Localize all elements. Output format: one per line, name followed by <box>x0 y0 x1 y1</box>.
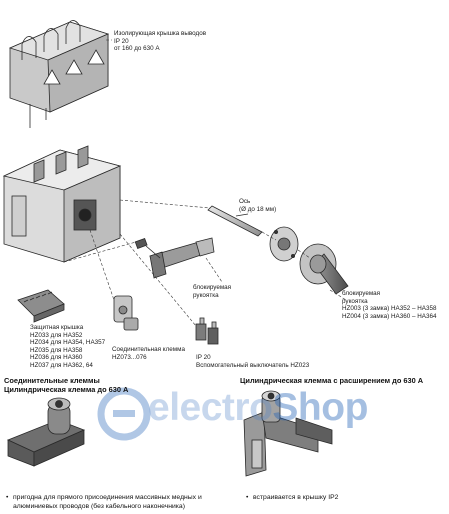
cylindrical-terminal-part <box>6 397 86 467</box>
section-title-line: Соединительные клеммы <box>4 376 100 385</box>
note-left-line1: пригодна для прямого присоединения масси… <box>13 494 202 501</box>
label-ip20-aux: IP 20 Вспомогательный выключатель HZ023 <box>196 354 309 369</box>
label-handle-locking-codes: блокируемая рукоятка HZ003 (3 замка) HA3… <box>342 290 436 320</box>
connection-clamp-part <box>113 295 139 331</box>
note-left-line2: алюминиевых проводов (без кабельного нак… <box>13 503 185 510</box>
label-line: HZ004 (3 замка) HA360 – HA364 <box>342 312 437 320</box>
bullet-icon: • <box>6 494 9 501</box>
label-line: рукоятка <box>342 297 368 305</box>
extended-terminal-part <box>243 390 333 477</box>
lockable-handle-small-part <box>134 237 215 279</box>
note-left: • пригодна для прямого присоединения масс… <box>6 493 202 511</box>
label-line: HZ073...076 <box>112 353 147 361</box>
label-shaft: Ось (Ø до 18 мм) <box>239 198 276 213</box>
label-handle-locking: блокируемая рукоятка <box>193 284 231 299</box>
switch-body-part <box>2 145 122 263</box>
section-title-left: Соединительные клеммы Цилиндрическая кле… <box>4 376 128 394</box>
label-line: HZ035 для HA358 <box>30 346 83 354</box>
label-line: HZ036 для HA360 <box>30 354 83 362</box>
label-line: Вспомогательный выключатель HZ023 <box>196 361 310 369</box>
label-line: Ось <box>239 198 251 205</box>
label-protective-cover: Защитная крышка HZ033 для HA352 HZ034 дл… <box>30 324 105 370</box>
shaft-part <box>207 205 263 237</box>
label-line: от 160 до 630 А <box>114 45 160 53</box>
label-line: блокируемая <box>193 284 232 291</box>
note-right-line: встраивается в крышку IP2 <box>253 494 339 501</box>
label-line: Изолирующая крышка выводов <box>114 30 207 37</box>
label-line: IP 20 <box>114 37 129 45</box>
leader-lines <box>63 39 347 327</box>
label-line: Защитная крышка <box>30 324 84 331</box>
label-terminal-cover: Изолирующая крышка выводов IP 20 от 160 … <box>114 30 206 53</box>
label-line: IP 20 <box>196 354 211 361</box>
note-right: • встраивается в крышку IP2 <box>246 493 338 502</box>
label-connection-clamp: Соединительная клемма HZ073...076 <box>112 346 185 361</box>
section-title-line: Цилиндрическая клемма до 630 А <box>4 385 129 394</box>
label-line: (Ø до 18 мм) <box>239 205 277 213</box>
label-line: HZ034 для HA354, HA357 <box>30 339 106 347</box>
label-line: HZ003 (3 замка) HA352 – HA358 <box>342 305 437 313</box>
terminal-cover-part <box>8 20 110 128</box>
aux-switch-part <box>195 317 219 345</box>
warning-triangle-icon <box>43 49 105 85</box>
protective-cover-part <box>17 289 65 323</box>
lockable-handle-large-part <box>299 243 349 295</box>
label-line: Соединительная клемма <box>112 346 185 353</box>
label-line: рукоятка <box>193 291 219 299</box>
bullet-icon: • <box>246 494 249 501</box>
section-title-right: Цилиндрическая клемма с расширением до 6… <box>240 376 424 385</box>
door-flange-part <box>269 226 299 262</box>
label-line: HZ037 для HA362, 64 <box>30 361 93 369</box>
label-line: HZ033 для HA352 <box>30 331 83 339</box>
label-line: блокируемая <box>342 290 381 297</box>
